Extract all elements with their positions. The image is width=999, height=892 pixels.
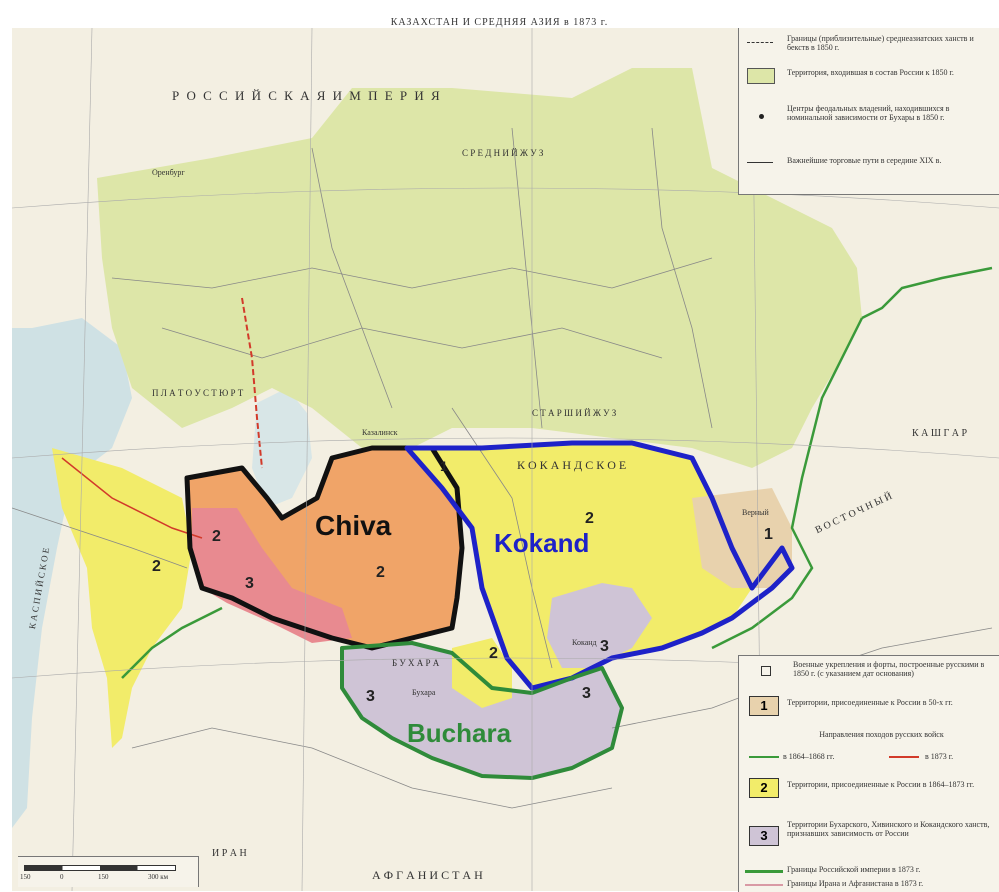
scale-bar-graphic: [24, 865, 176, 871]
label-iran: И Р А Н: [212, 848, 247, 859]
overlay-label-buchara: Buchara: [407, 718, 512, 748]
legend-forts: Военные укрепления и форты, построенные …: [793, 660, 985, 678]
scale-tick-2: 150: [98, 873, 109, 881]
num-kokand-2: 2: [585, 510, 594, 527]
num-chiva-2a: 2: [212, 528, 221, 545]
map-title: КАЗАХСТАН И СРЕДНЯЯ АЗИЯ в 1873 г.: [390, 17, 609, 28]
legend-badge-3: 3: [749, 826, 779, 846]
bukhara-khanate: [342, 643, 622, 778]
russia-border-line: [711, 266, 993, 650]
kokand-protectorate: [547, 583, 652, 668]
buchara-outline: [340, 641, 624, 780]
chiva-core: [192, 508, 352, 643]
label-ustyurt: П Л А Т О У С Т Ю Р Т: [152, 388, 244, 398]
legend-top-line2: Территория, входившая в состав России к …: [787, 68, 954, 77]
num-kokand-3: 3: [600, 638, 609, 655]
num-west-2: 2: [152, 558, 161, 575]
route-lines: [12, 127, 993, 809]
overlay-label-chiva: Chiva: [315, 510, 392, 541]
legend-green-arrow-icon: [749, 756, 779, 758]
kokand-outline: [404, 440, 795, 691]
west-annexed: [52, 448, 192, 748]
legend-russia-border-icon: [745, 870, 783, 873]
caption-strip: [0, 0, 999, 12]
num-chiva-3: 3: [245, 575, 254, 592]
legend-bottom: Военные укрепления и форты, построенные …: [738, 655, 999, 892]
label-kazalinsk: Казалинск: [362, 428, 398, 437]
label-kashgar: К А Ш Г А Р: [912, 428, 968, 439]
legend-item1-text: Территории, присоединенные к России в 50…: [787, 698, 953, 707]
legend-dot-icon: [759, 114, 764, 119]
scale-tick-1: 0: [60, 873, 64, 881]
label-kokandskoe: К О К А Н Д С К О Е: [517, 458, 627, 472]
legend-top: Границы (приблизительные) среднеазиатски…: [738, 28, 999, 195]
legend-iran-border-icon: [745, 884, 783, 886]
legend-route-line-icon: [747, 162, 773, 163]
legend-badge-1: 1: [749, 696, 779, 716]
label-afganistan: А Ф Г А Н И С Т А Н: [372, 868, 483, 882]
scale-tick-0: 150: [20, 873, 31, 881]
legend-badge-2: 2: [749, 778, 779, 798]
legend-top-line1: Границы (приблизительные) среднеазиатски…: [787, 34, 974, 52]
legend-green-swatch: [747, 68, 775, 84]
legend-top-line3: Центры феодальных владений, находившихся…: [787, 104, 950, 122]
caspian-sea: [12, 318, 132, 828]
num-bukhara-3a: 3: [366, 688, 375, 705]
legend-border2: Границы Ирана и Афганистана в 1873 г.: [787, 879, 924, 888]
label-russian-empire: Р О С С И Й С К А Я И М П Е Р И Я: [172, 88, 442, 103]
label-orenburg: Оренбург: [152, 168, 185, 177]
legend-item3-text: Территории Бухарского, Хивинского и Кока…: [787, 820, 990, 838]
kokand-khanate: [407, 443, 752, 688]
russia-territory: [97, 68, 862, 468]
legend-red-arrow-icon: [889, 756, 919, 758]
label-buhara: Б У Х А Р А: [392, 658, 440, 668]
label-vernyy: Верный: [742, 508, 769, 517]
russia-border-west: [121, 606, 223, 679]
legend-fort-icon: [761, 666, 771, 676]
legend-dir1: в 1864–1868 гг.: [783, 752, 835, 761]
num-kokand-1b: 1: [764, 526, 773, 543]
overlay-label-kokand: Kokand: [494, 528, 590, 558]
label-bukhara-city: Бухара: [412, 688, 436, 697]
aral-sea: [252, 388, 312, 508]
chiva-outline: [184, 445, 465, 651]
num-bukhara-2: 2: [489, 645, 498, 662]
num-bukhara-3b: 3: [582, 685, 591, 702]
legend-dir2: в 1873 г.: [925, 752, 954, 761]
legend-border1: Границы Российской империи в 1873 г.: [787, 865, 921, 874]
scale-bar: 150 0 150 300 км: [18, 856, 199, 887]
num-kokand-1a: 1: [440, 458, 448, 474]
legend-directions: Направления походов русских войск: [819, 730, 944, 739]
legend-item2-text: Территории, присоединенные к России в 18…: [787, 780, 975, 789]
legend-top-line4: Важнейшие торговые пути в середине XIX в…: [787, 156, 942, 165]
label-sredniy-zhuz: С Р Е Д Н И Й Ж У З: [462, 148, 544, 158]
num-chiva-2b: 2: [376, 564, 385, 581]
label-starshiy-zhuz: С Т А Р Ш И Й Ж У З: [532, 408, 617, 418]
label-kokand-city: Коканд: [572, 638, 597, 647]
scale-tick-3: 300 км: [148, 873, 169, 881]
legend-border-line-icon: [747, 42, 773, 43]
